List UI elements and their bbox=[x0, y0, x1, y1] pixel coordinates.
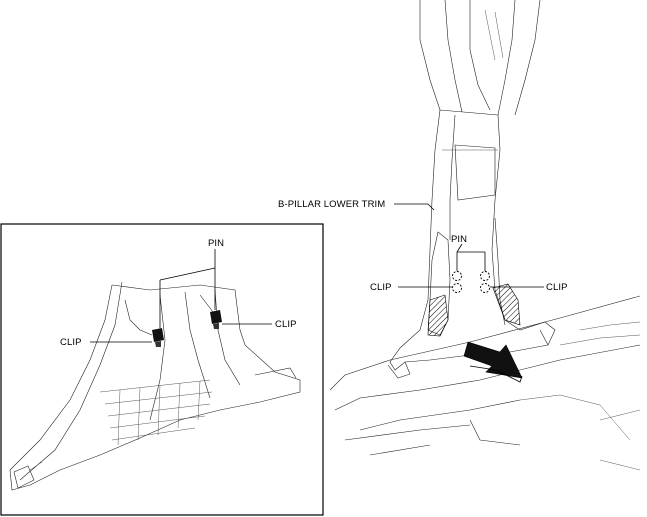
inset-leaders bbox=[90, 249, 272, 343]
inset-trim-back bbox=[9, 281, 301, 491]
upper-pillar bbox=[419, 0, 541, 116]
label-pin-inset: PIN bbox=[208, 238, 224, 249]
main-view: B-PILLAR LOWER TRIM PIN CLIP CLIP bbox=[278, 0, 641, 471]
floor-sill bbox=[329, 295, 641, 471]
inset-view: PIN CLIP CLIP bbox=[0, 223, 324, 516]
label-b-pillar-lower-trim: B-PILLAR LOWER TRIM bbox=[278, 199, 385, 210]
pin-markers bbox=[452, 271, 490, 281]
label-clip-right-main: CLIP bbox=[546, 282, 568, 293]
removal-arrow bbox=[463, 341, 523, 383]
clip-markers bbox=[452, 283, 490, 293]
label-clip-left-inset: CLIP bbox=[60, 337, 82, 348]
inset-clip-right bbox=[210, 310, 222, 329]
clip-hatch-left bbox=[427, 294, 449, 337]
inset-frame bbox=[0, 223, 324, 516]
inset-clip-left bbox=[152, 328, 164, 347]
b-pillar-lower-trim bbox=[387, 109, 556, 379]
label-clip-right-inset: CLIP bbox=[275, 319, 297, 330]
label-pin-main: PIN bbox=[451, 234, 467, 245]
label-clip-left-main: CLIP bbox=[370, 282, 392, 293]
clip-hatch-right bbox=[492, 283, 521, 326]
main-leaders bbox=[394, 203, 544, 288]
